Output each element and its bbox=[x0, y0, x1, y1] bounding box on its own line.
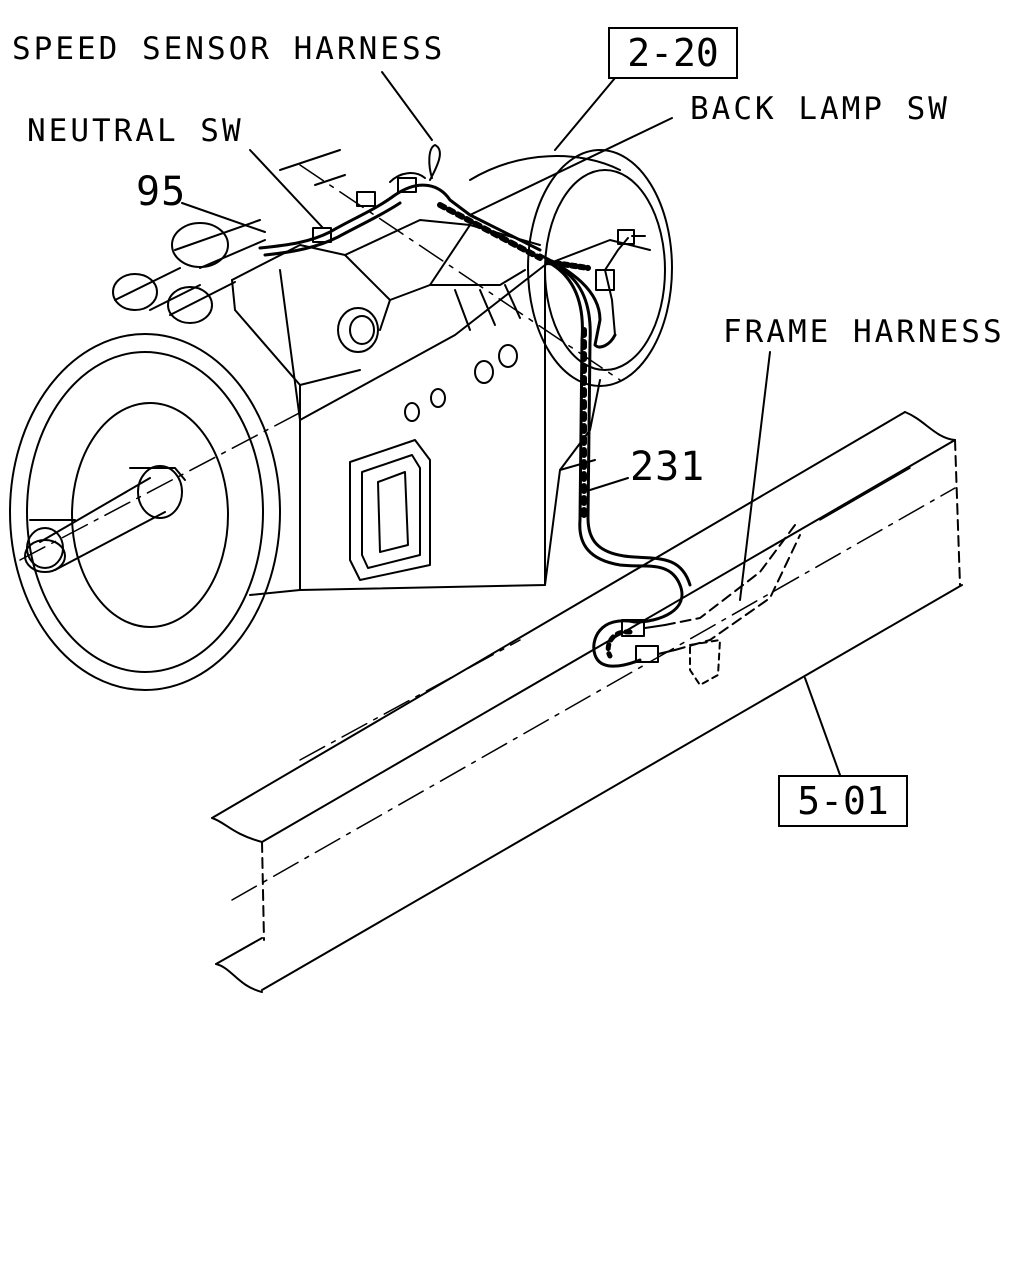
reference-box-5-01[interactable]: 5-01 bbox=[778, 775, 908, 827]
reference-box-2-20[interactable]: 2-20 bbox=[608, 27, 738, 79]
back-lamp-sw-label: BACK LAMP SW bbox=[690, 91, 950, 127]
leader-lines bbox=[181, 71, 841, 776]
speed-sensor-harness-label: SPEED SENSOR HARNESS bbox=[12, 31, 446, 67]
neutral-sw-label: NEUTRAL SW bbox=[27, 113, 244, 149]
top-harness bbox=[258, 144, 646, 349]
transmission-case bbox=[112, 149, 673, 596]
clutch-housing bbox=[9, 333, 306, 691]
part-number-95: 95 bbox=[136, 169, 187, 215]
frame-harness-label: FRAME HARNESS bbox=[723, 314, 1005, 350]
frame-connector-bracket bbox=[664, 524, 801, 686]
part-number-231: 231 bbox=[630, 444, 706, 490]
